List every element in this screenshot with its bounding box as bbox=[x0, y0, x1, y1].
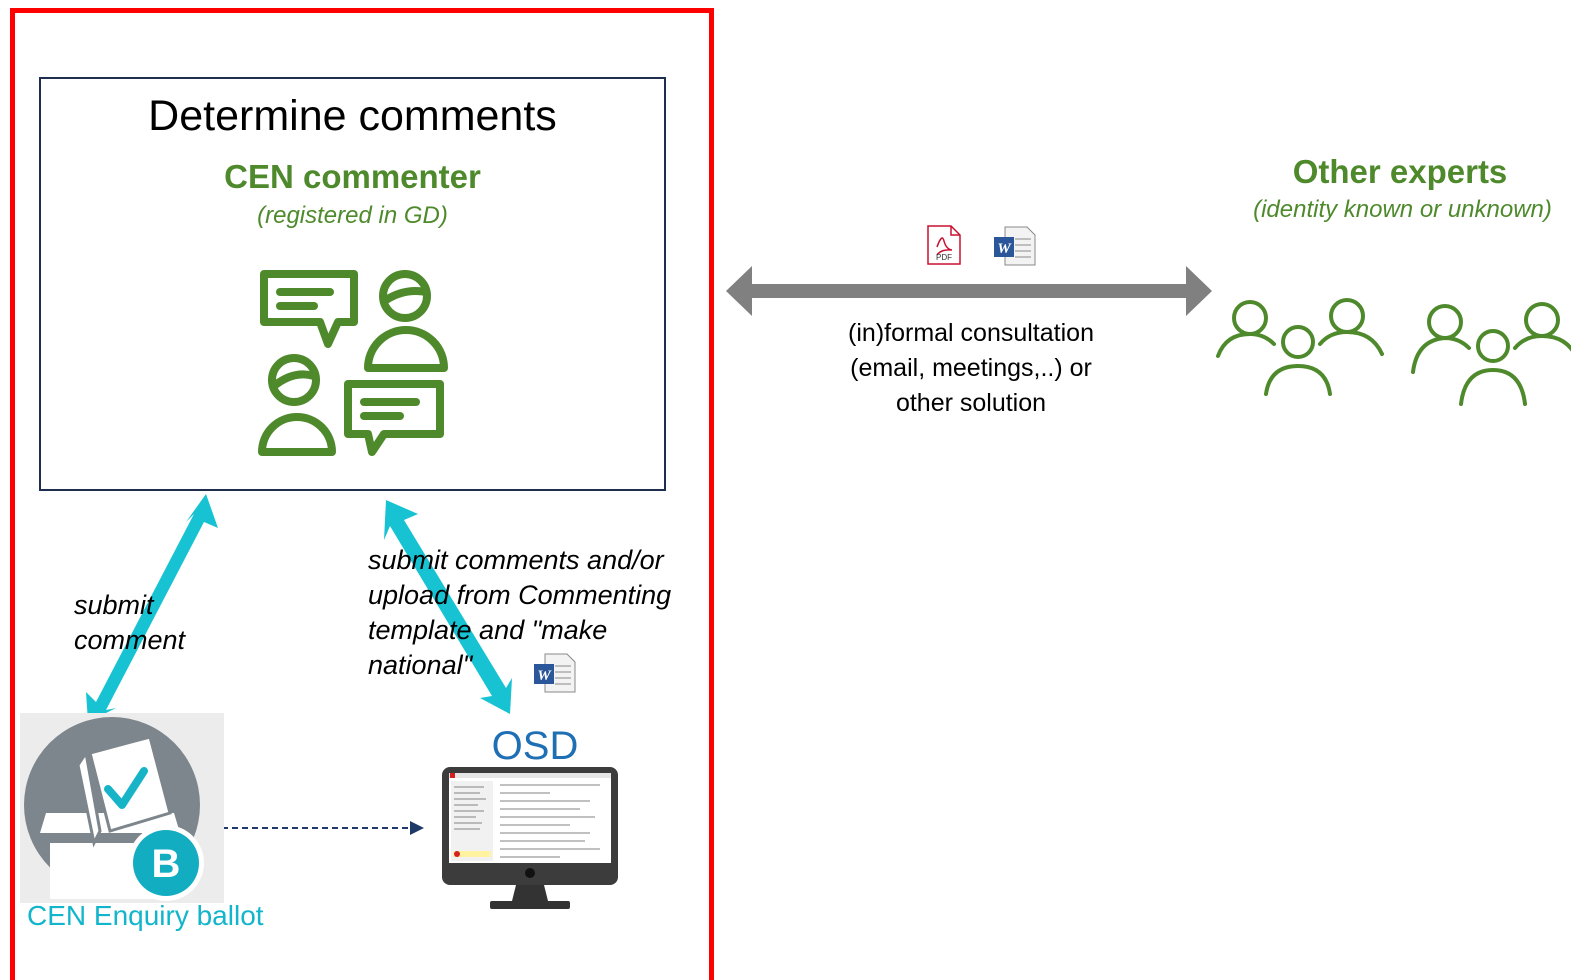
word-document-icon: W bbox=[994, 226, 1036, 266]
submit-comment-label: submit comment bbox=[74, 590, 186, 655]
commenters-chat-icon bbox=[258, 270, 448, 456]
svg-text:PDF: PDF bbox=[936, 253, 952, 262]
experts-title: Other experts bbox=[1292, 153, 1508, 190]
svg-text:W: W bbox=[997, 241, 1012, 257]
check-icon bbox=[104, 767, 148, 809]
person-icon bbox=[258, 354, 336, 456]
ballot-badge: B bbox=[152, 842, 181, 886]
svg-text:W: W bbox=[537, 668, 552, 684]
ballot-label: CEN Enquiry ballot bbox=[27, 900, 264, 931]
word-template-icon: W bbox=[534, 653, 576, 693]
ballot-box-icon: B bbox=[20, 713, 224, 903]
speech-bubble-icon bbox=[260, 270, 358, 348]
consultation-double-arrow bbox=[726, 266, 1212, 316]
scope-frame bbox=[10, 8, 714, 980]
submission-arrows bbox=[86, 494, 512, 722]
upload-comments-label: submit comments and/or upload from Comme… bbox=[368, 545, 672, 680]
expert-groups-icon bbox=[1216, 298, 1571, 406]
experts-subtitle: (identity known or unknown) bbox=[1253, 196, 1552, 223]
pdf-file-icon: PDF bbox=[927, 225, 961, 265]
osd-monitor-icon bbox=[442, 767, 618, 909]
speech-bubble-icon bbox=[344, 380, 444, 456]
people-group-icon bbox=[1216, 298, 1384, 396]
commenter-name: CEN commenter bbox=[224, 158, 481, 195]
osd-label: OSD bbox=[491, 724, 579, 768]
box-title: Determine comments bbox=[148, 92, 557, 140]
people-group-icon bbox=[1411, 302, 1571, 406]
submit-comment-arrow bbox=[86, 494, 218, 722]
consultation-label: (in)formal consultation (email, meetings… bbox=[848, 319, 1094, 417]
ballot-to-osd-arrow bbox=[222, 821, 424, 835]
osd-upload-arrow bbox=[384, 500, 512, 714]
commenter-subtitle: (registered in GD) bbox=[257, 202, 448, 229]
person-icon bbox=[364, 270, 448, 372]
